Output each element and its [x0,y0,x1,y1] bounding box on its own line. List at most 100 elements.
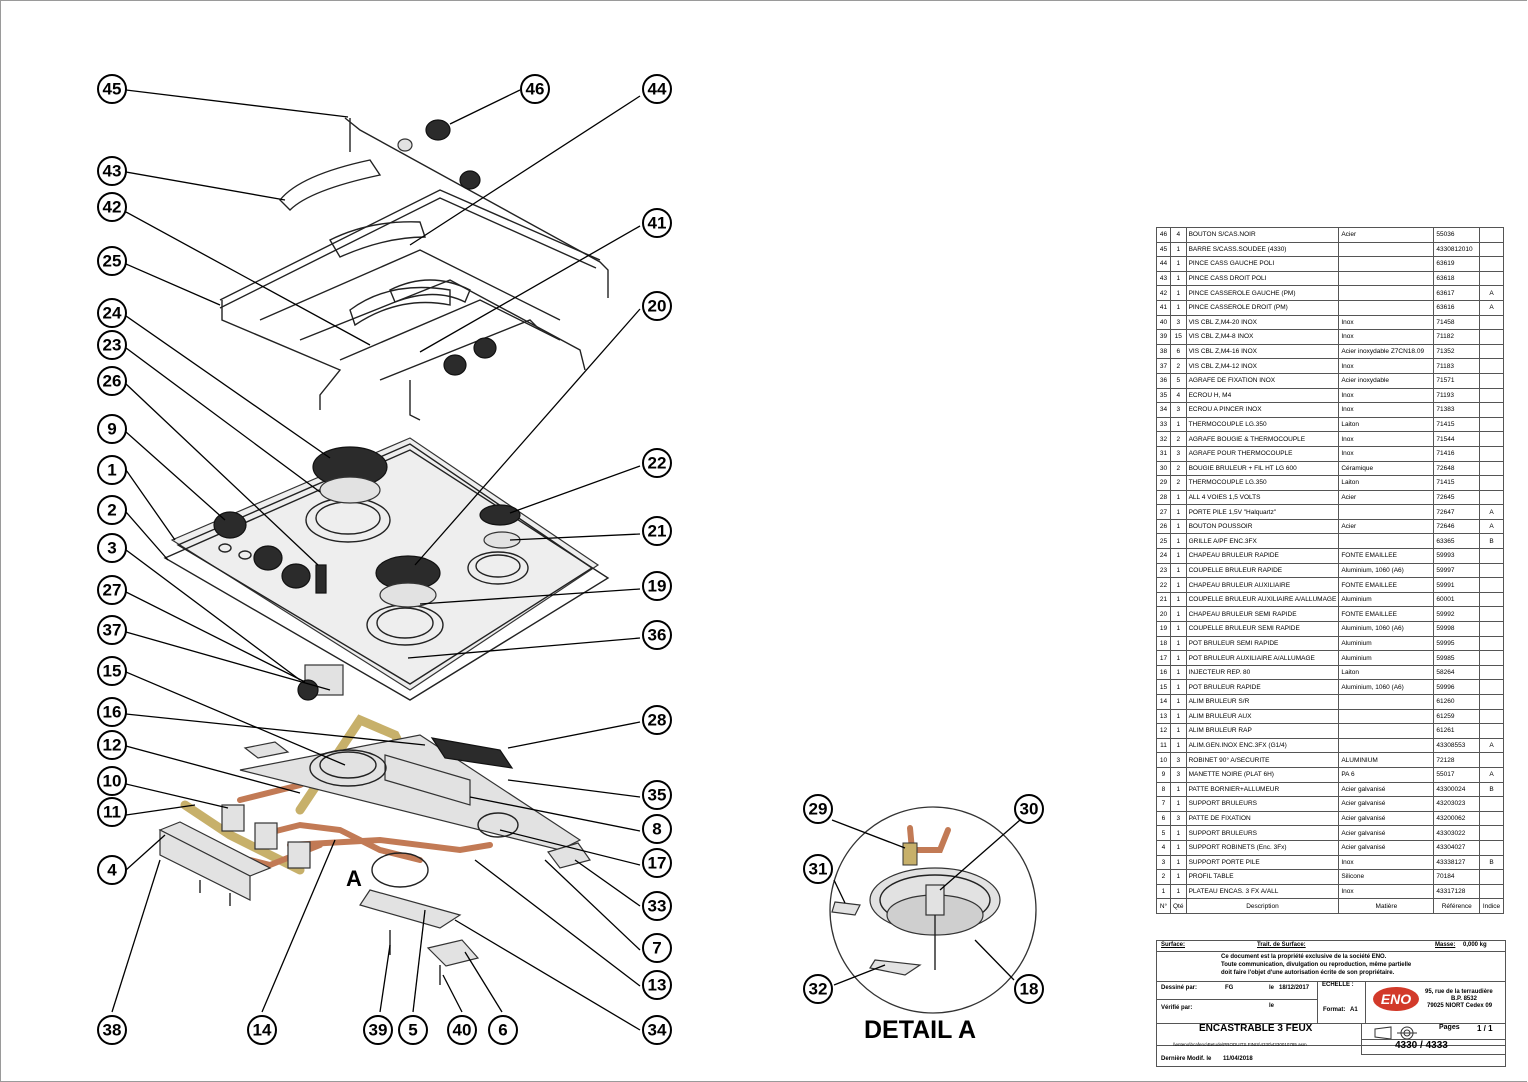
bom-reference: 72646 [1433,518,1481,535]
callout-24: 24 [97,298,127,328]
callout-27: 27 [97,575,127,605]
bom-index [1479,314,1504,331]
bom-reference: 63365 [1433,533,1481,550]
pages-value: 1 / 1 [1477,1024,1493,1033]
bom-header-reference: Référence [1433,898,1481,914]
svg-text:44: 44 [648,80,667,99]
product-title: ENCASTRABLE 3 FEUX [1199,1023,1313,1034]
bom-material: Acier galvanisé [1338,839,1435,856]
bom-index [1479,752,1504,768]
bom-number: 7 [1156,796,1171,812]
bom-reference: 71571 [1433,372,1481,389]
svg-text:27: 27 [103,581,122,600]
bom-material: Laiton [1338,416,1435,433]
svg-text:35: 35 [648,786,667,805]
bom-quantity: 1 [1169,723,1187,739]
callout-30: 30 [1014,794,1044,824]
bom-quantity: 1 [1169,635,1187,652]
surface-label: Surface: [1161,942,1186,948]
svg-text:41: 41 [648,214,667,233]
bom-number: 20 [1156,606,1171,623]
bom-material: Laiton [1338,475,1435,491]
svg-text:43: 43 [103,162,122,181]
bom-number: 3 [1156,854,1171,871]
bom-index [1479,387,1504,404]
drawn-by-label: Dessiné par: [1161,985,1198,991]
callout-2: 2 [97,495,127,525]
drawn-date: 18/12/2017 [1279,985,1310,991]
bom-material: Silicone [1338,869,1435,885]
bom-quantity: 1 [1169,562,1187,579]
bom-quantity: 1 [1169,694,1187,710]
bom-reference: 58264 [1433,664,1481,681]
bom-number: 22 [1156,577,1171,593]
bom-material: Acier galvanisé [1338,781,1435,798]
bom-material: Acier inoxydable [1338,372,1435,389]
bom-material: Aluminium [1338,635,1435,652]
bom-quantity: 1 [1169,489,1187,506]
bom-material [1338,256,1435,272]
bom-number: 19 [1156,621,1171,637]
svg-text:25: 25 [103,252,122,271]
bom-quantity: 1 [1169,533,1187,550]
bom-number: 41 [1156,299,1171,316]
bom-description: CHAPEAU BRULEUR AUXILIAIRE [1185,577,1340,593]
bom-index [1479,343,1504,360]
bom-material: FONTE EMAILLEE [1338,606,1435,623]
bom-reference: 70184 [1433,869,1481,885]
bom-quantity: 4 [1169,227,1187,243]
bom-reference: 43338127 [1433,854,1481,871]
callout-18: 18 [1014,974,1044,1004]
bom-index [1479,460,1504,477]
svg-text:46: 46 [526,80,545,99]
bom-quantity: 1 [1169,825,1187,841]
bom-index [1479,650,1504,666]
bom-description: ECROU A PINCER INOX [1185,402,1340,418]
bom-reference: 63616 [1433,299,1481,316]
callout-20: 20 [642,291,672,321]
callout-22: 22 [642,448,672,478]
bom-description: PLATEAU ENCAS. 3 FX A/ALL [1185,883,1340,900]
bom-material [1338,270,1435,287]
bom-index [1479,372,1504,389]
bom-quantity: 3 [1169,810,1187,827]
bom-material [1338,694,1435,710]
bom-index [1479,621,1504,637]
bom-index [1479,270,1504,287]
callout-36: 36 [642,620,672,650]
svg-text:29: 29 [809,800,828,819]
bom-quantity: 3 [1169,766,1187,783]
bom-description: COUPELLE BRULEUR SEMI RAPIDE [1185,621,1340,637]
bom-quantity: 1 [1169,518,1187,535]
bom-reference: 71383 [1433,402,1481,418]
svg-text:40: 40 [453,1021,472,1040]
bom-number: 21 [1156,591,1171,608]
bom-index: A [1479,299,1504,316]
detail-a-marker: A [346,866,362,891]
bom-description: SUPPORT ROBINETS (Enc. 3Fx) [1185,839,1340,856]
svg-text:1: 1 [107,461,116,480]
callout-3: 3 [97,533,127,563]
bom-material [1338,241,1435,258]
bom-description: VIS CBL Z,M4-8 INOX [1185,329,1340,345]
bom-description: PATTE DE FIXATION [1185,810,1340,827]
